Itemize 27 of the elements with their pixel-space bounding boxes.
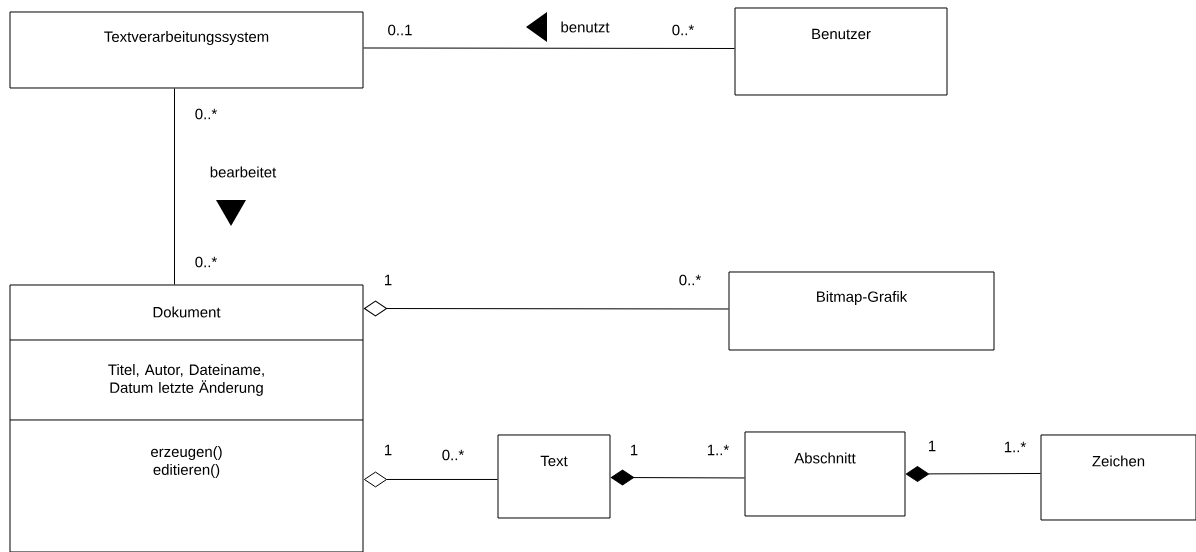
class-box: Textverarbeitungssystem bbox=[9, 11, 364, 89]
class-box: Dokument Titel, Autor, Dateiname, Datum letzte Änderung erzeugen() editieren() bbox=[9, 284, 364, 552]
association-line bbox=[363, 47, 735, 49]
class-box: Zeichen bbox=[1040, 434, 1196, 521]
association-line bbox=[610, 469, 745, 486]
class-box: Text bbox=[497, 434, 611, 519]
multiplicity-label: 0..* bbox=[195, 108, 217, 120]
multiplicity-label: 1 bbox=[385, 274, 392, 286]
class-box: Benutzer bbox=[734, 7, 948, 96]
association-line bbox=[363, 300, 729, 317]
multiplicity-label: 1 bbox=[631, 444, 638, 456]
edge-label: bearbeitet bbox=[210, 166, 277, 178]
multiplicity-label: 1..* bbox=[707, 444, 729, 456]
class-box: Bitmap-Grafik bbox=[728, 271, 995, 351]
multiplicity-label: 0..* bbox=[442, 449, 464, 461]
edge-label: benutzt bbox=[561, 21, 610, 33]
multiplicity-label: 1..* bbox=[1004, 441, 1026, 453]
multiplicity-label: 0..1 bbox=[388, 24, 412, 36]
multiplicity-label: 0..* bbox=[672, 24, 694, 36]
multiplicity-label: 1 bbox=[929, 440, 936, 452]
multiplicity-label: 0..* bbox=[679, 274, 701, 286]
association-line bbox=[363, 471, 498, 488]
association-line bbox=[905, 466, 1041, 482]
multiplicity-label: 0..* bbox=[195, 256, 217, 268]
association-line bbox=[174, 88, 175, 285]
multiplicity-label: 1 bbox=[385, 444, 392, 456]
class-box: Abschnitt bbox=[744, 431, 906, 517]
